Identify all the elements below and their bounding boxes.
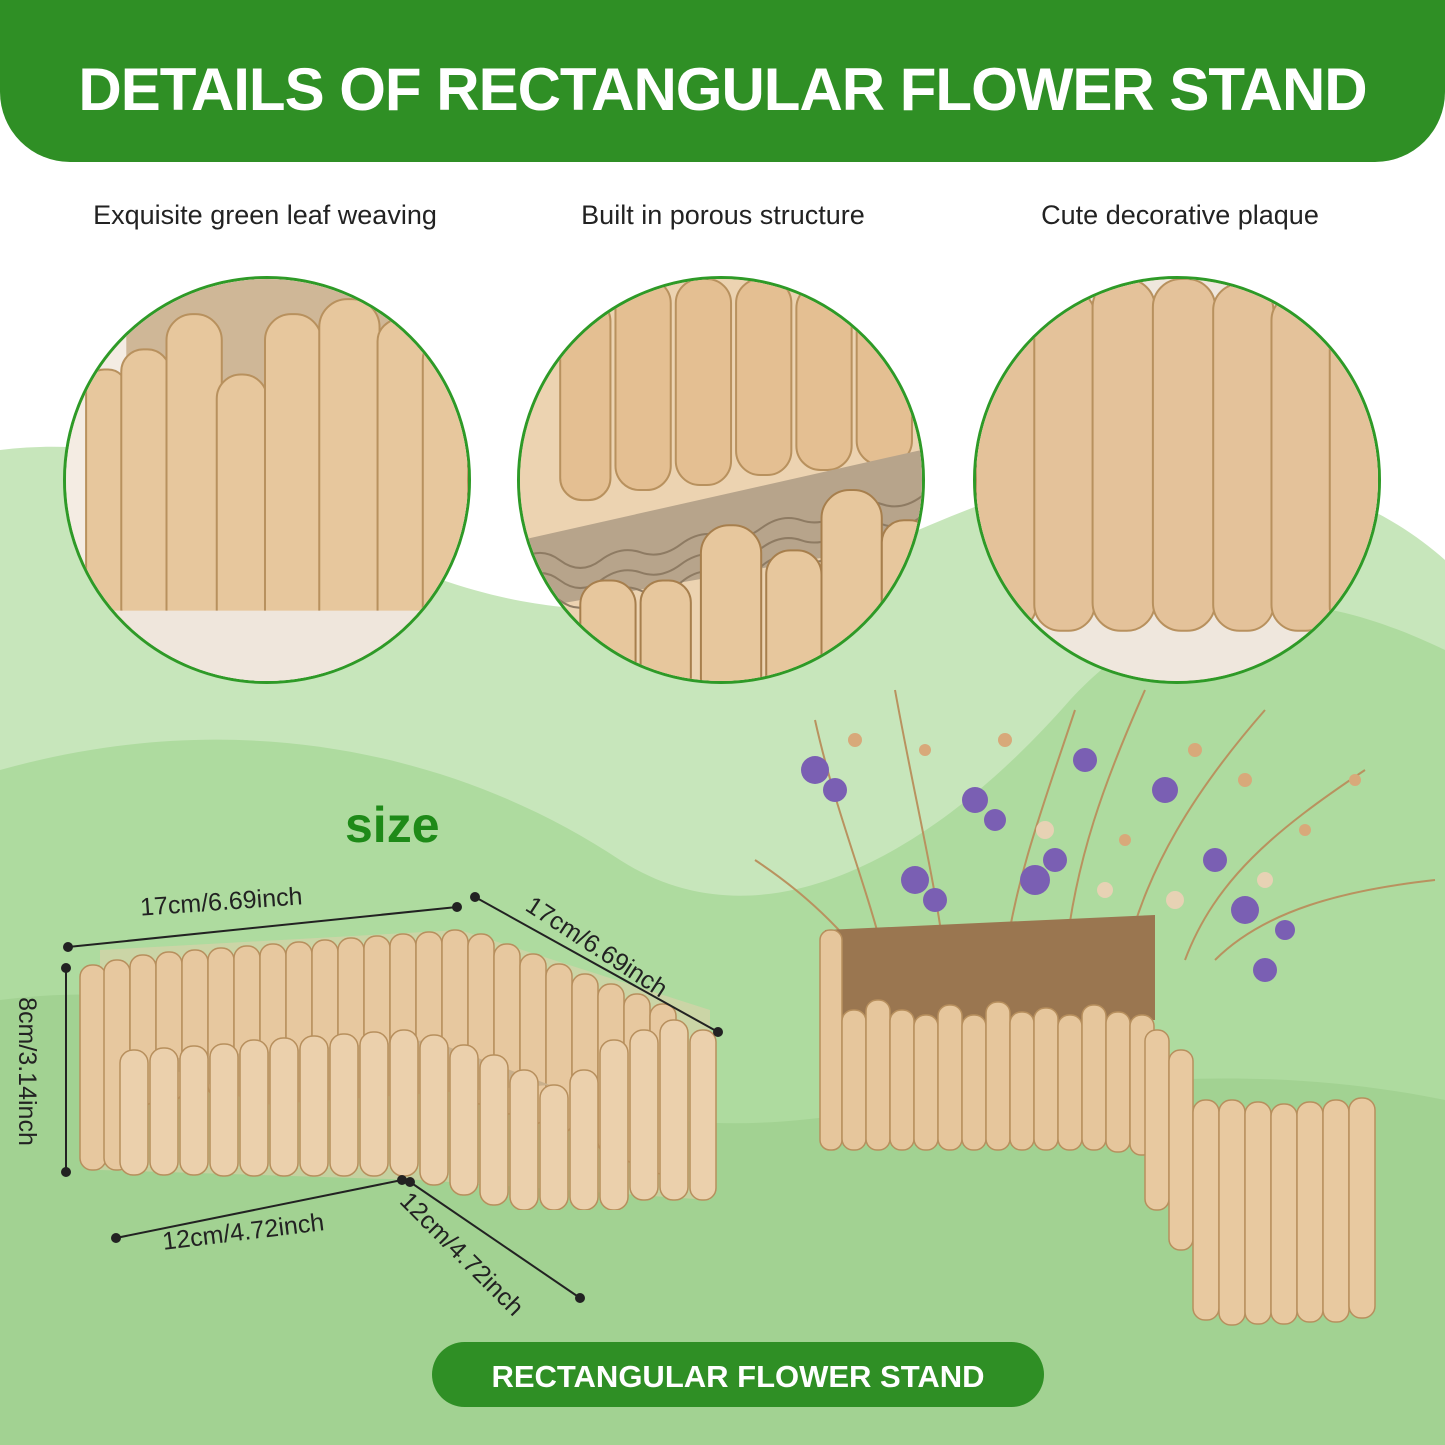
header-banner: DETAILS OF RECTANGULAR FLOWER STAND	[0, 0, 1445, 162]
product-name-label: RECTANGULAR FLOWER STAND	[491, 1359, 985, 1394]
feature-caption-leaf-weaving: Exquisite green leaf weaving	[93, 200, 437, 230]
feature-caption-porous-structure: Built in porous structure	[581, 200, 865, 230]
flower-stand-dimension-diagram	[79, 929, 717, 1210]
dimension-height: 8cm/3.14inch	[12, 997, 41, 1146]
product-name-pill: RECTANGULAR FLOWER STAND	[432, 1342, 1044, 1407]
page-title: DETAILS OF RECTANGULAR FLOWER STAND	[78, 56, 1367, 123]
flower-stand-with-dried-flowers	[754, 689, 1436, 1326]
feature-caption-decorative-plaque: Cute decorative plaque	[1041, 200, 1319, 230]
feature-image-decorative-plaque	[973, 276, 1381, 684]
size-heading: size	[345, 797, 440, 853]
wood-texture-closeup-icon	[976, 279, 1378, 681]
